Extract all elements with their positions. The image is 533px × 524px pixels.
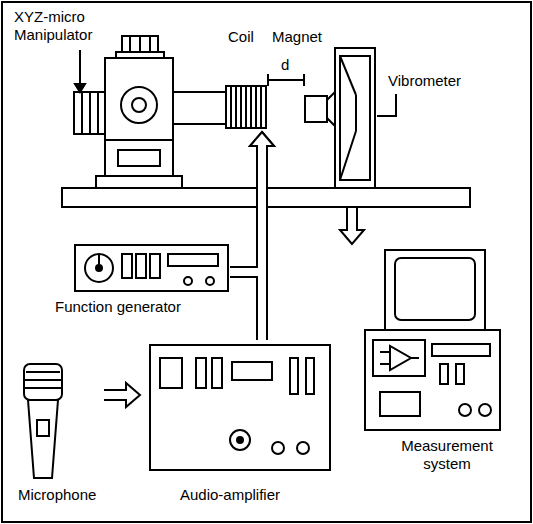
part-label: XYZ-micro Manipulator (14, 8, 118, 44)
vibrometer-leader (377, 94, 396, 116)
audio-amplifier-node: Audio-amplifier (140, 340, 336, 512)
microphone-symbol (24, 364, 62, 478)
device-label: Measurement system (392, 437, 502, 473)
device-label: Function generator (55, 298, 181, 316)
arrow-heads (126, 132, 364, 407)
function-generator-node: Function generator (52, 240, 230, 320)
arrow-fills (104, 143, 352, 395)
vibrometer-symbol (335, 48, 375, 188)
signal-arrow-fill (348, 208, 356, 233)
manipulator-pointer (75, 50, 85, 92)
dimension-label-anchor: d (281, 56, 289, 74)
device-label: Microphone (18, 486, 96, 504)
audio-amplifier-symbol (150, 345, 330, 470)
coil-node: Coil (222, 26, 272, 132)
magnet-symbol (305, 92, 335, 126)
arrow-outlines (104, 146, 352, 395)
device-label: Audio-amplifier (180, 486, 280, 504)
part-label: Magnet (272, 28, 322, 46)
coil-holder-tube (173, 92, 226, 124)
microphone-node: Microphone (14, 360, 104, 510)
signal-arrow-fill (230, 143, 262, 272)
signal-arrow-fill (104, 391, 129, 399)
function-generator-symbol (75, 245, 228, 291)
measurement-system-symbol (365, 250, 500, 430)
gap-dimension (268, 74, 304, 86)
measurement-system-node: Measurement system (345, 244, 506, 480)
dimension-label: d (281, 56, 289, 74)
micro-manipulator (74, 36, 182, 188)
part-label-anchor: XYZ-micro Manipulator (14, 8, 118, 44)
device-label: Coil (228, 28, 254, 46)
vibrometer-node: Vibrometer (326, 46, 476, 208)
coil-symbol (226, 86, 266, 128)
device-label: Vibrometer (388, 72, 461, 90)
signal-arrow-fill (258, 143, 266, 340)
part-label-anchor: Magnet (272, 28, 322, 46)
